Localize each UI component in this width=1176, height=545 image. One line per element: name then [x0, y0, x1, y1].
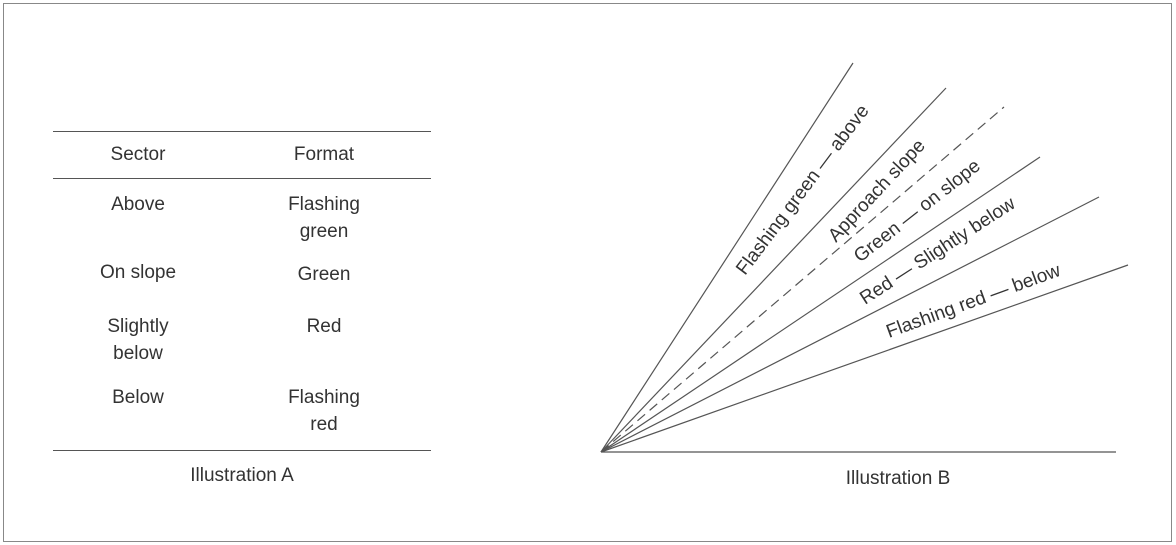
- cell-line: red: [310, 414, 338, 435]
- header-sector: Sector: [110, 144, 166, 165]
- cell-line: Flashing: [288, 194, 360, 215]
- approach-slope-line: [600, 106, 1005, 453]
- cell-line: Above: [111, 194, 165, 215]
- table-bottom-rule: [53, 450, 431, 451]
- row-above-format: Flashing green: [249, 191, 399, 245]
- sector-line-slightly-below-limit: [600, 196, 1100, 453]
- sector-line-upper-limit: [600, 62, 854, 453]
- cell-line: Red: [306, 316, 342, 337]
- cell-line: Green: [297, 264, 351, 285]
- row-above-sector: Above: [63, 191, 213, 218]
- row-on-slope-sector: On slope: [63, 259, 213, 286]
- sector-line-on-slope-limit: [600, 156, 1041, 453]
- table-header-rule: [53, 178, 431, 179]
- row-slightly-below-sector: Slightly below: [63, 313, 213, 367]
- row-below-format: Flashing red: [249, 384, 399, 438]
- sector-line-lower-limit: [600, 264, 1129, 453]
- row-slightly-below-format: Red: [249, 313, 399, 340]
- table-top-rule: [53, 131, 431, 132]
- cell-line: Below: [112, 387, 164, 408]
- header-format: Format: [293, 144, 355, 165]
- row-below-sector: Below: [63, 384, 213, 411]
- caption-illustration-a: Illustration A: [190, 465, 294, 486]
- cell-line: Flashing: [288, 387, 360, 408]
- row-on-slope-format: Green: [249, 261, 399, 288]
- cell-line: Slightly: [107, 316, 169, 337]
- cell-line: On slope: [99, 262, 177, 283]
- cell-line: green: [299, 221, 349, 242]
- cell-line: below: [113, 343, 163, 364]
- caption-illustration-b: Illustration B: [845, 468, 951, 489]
- sector-line-above-limit: [600, 87, 947, 453]
